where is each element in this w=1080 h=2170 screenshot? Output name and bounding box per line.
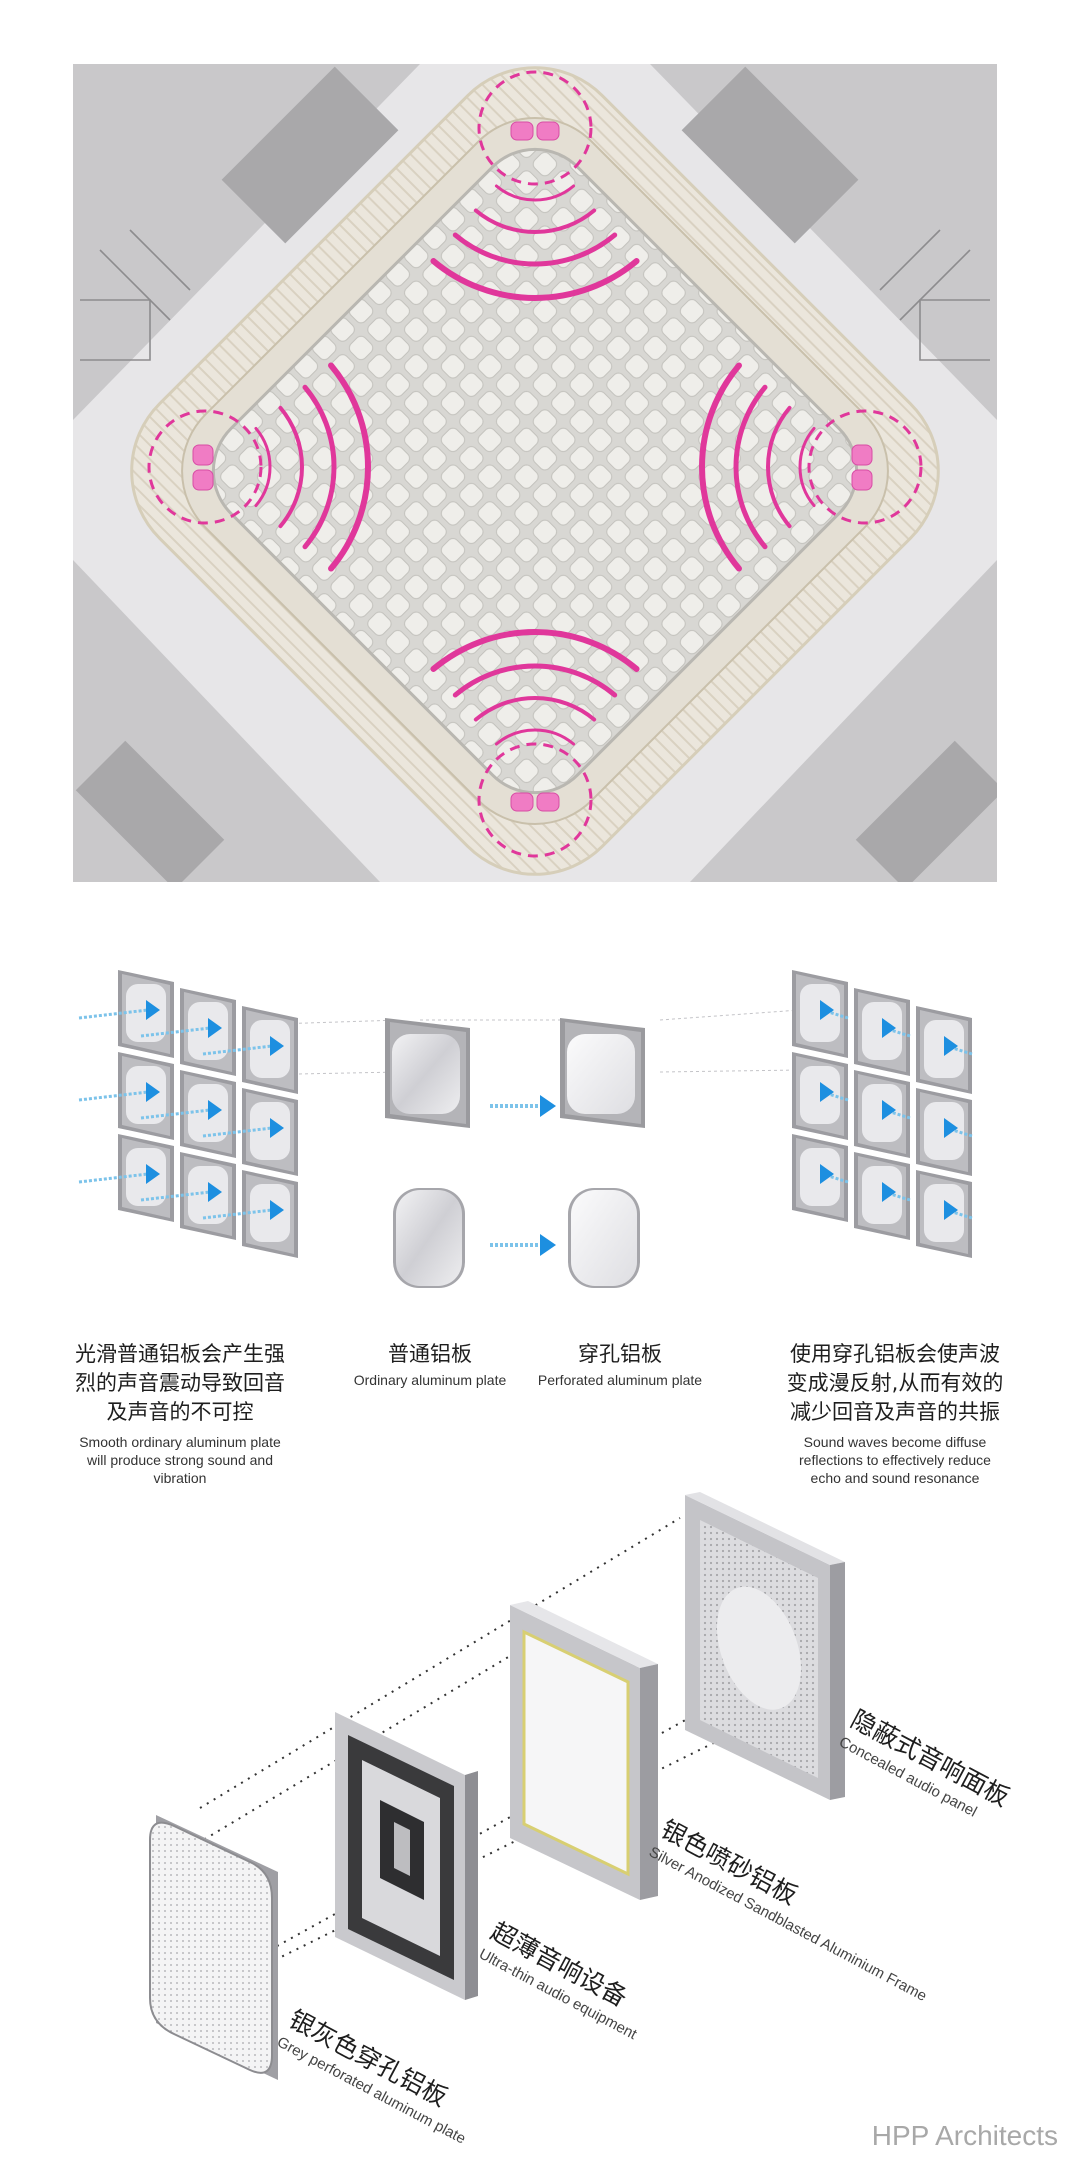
speaker-bottom bbox=[510, 792, 560, 812]
sound-arrow bbox=[78, 1164, 160, 1184]
building-block bbox=[221, 66, 399, 244]
sound-wave-arc bbox=[430, 258, 640, 301]
left-caption: 光滑普通铝板会产生强 烈的声音震动导致回音 及声音的不可控 Smooth ord… bbox=[40, 1340, 320, 1487]
aluminum-tile bbox=[916, 1088, 973, 1176]
right-caption-en-2: reflections to effectively reduce bbox=[799, 1452, 991, 1468]
aluminum-tile bbox=[202, 1170, 298, 1258]
sound-wave-arc bbox=[473, 696, 597, 722]
right-caption-cn-2: 变成漫反射,从而有效的 bbox=[786, 1371, 1004, 1395]
left-caption-en-2: will produce strong sound and bbox=[86, 1452, 273, 1468]
plan-drawing bbox=[73, 64, 997, 882]
right-caption: 使用穿孔铝板会使声波 变成漫反射,从而有效的 减少回音及声音的共振 Sound … bbox=[750, 1340, 1040, 1487]
sound-arrow bbox=[202, 1036, 284, 1056]
sound-wave-arc bbox=[302, 384, 337, 550]
speaker-right bbox=[851, 444, 873, 491]
transfer-arrow bbox=[490, 1234, 556, 1256]
sound-arrow bbox=[202, 1200, 284, 1220]
ceiling-grid bbox=[211, 147, 859, 795]
sound-arrow bbox=[882, 1182, 911, 1202]
sound-wave-arc bbox=[766, 405, 792, 529]
aluminum-tile bbox=[916, 1006, 973, 1094]
building-block bbox=[855, 740, 997, 882]
transfer-arrow bbox=[490, 1095, 556, 1117]
speaker-top bbox=[510, 121, 560, 141]
sound-wave-arc bbox=[254, 426, 272, 508]
sound-arrow bbox=[820, 1164, 849, 1184]
sound-arrow bbox=[882, 1100, 911, 1120]
sound-arrow bbox=[820, 1082, 849, 1102]
sound-arrow bbox=[140, 1100, 222, 1120]
perforated-caption: 穿孔铝板 Perforated aluminum plate bbox=[520, 1340, 720, 1391]
sound-arrow bbox=[78, 1082, 160, 1102]
perforated-front-plate bbox=[149, 1815, 278, 2080]
exploded-drawing bbox=[149, 1492, 845, 2080]
speaker-zone-bottom bbox=[477, 742, 593, 858]
aluminum-tile bbox=[78, 1134, 174, 1222]
sound-wave-arc bbox=[733, 384, 768, 550]
aluminum-tile bbox=[140, 988, 236, 1076]
sound-arrow bbox=[202, 1118, 284, 1138]
building-block bbox=[75, 740, 225, 882]
aluminum-tile bbox=[78, 970, 174, 1058]
sound-wave-arc bbox=[699, 362, 742, 572]
aluminum-tile bbox=[854, 1152, 911, 1240]
right-caption-en-3: echo and sound resonance bbox=[810, 1470, 980, 1486]
aluminum-tile bbox=[202, 1088, 298, 1176]
aluminium-frame bbox=[510, 1601, 658, 1900]
aluminum-tile bbox=[792, 1134, 849, 1222]
sound-wave-arc bbox=[430, 629, 640, 672]
aluminum-tile bbox=[854, 988, 911, 1076]
sound-wave-arc bbox=[798, 426, 816, 508]
sound-arrow bbox=[882, 1018, 911, 1038]
sound-wave-arc bbox=[452, 232, 618, 267]
building-block bbox=[681, 66, 859, 244]
sound-arrow bbox=[140, 1018, 222, 1038]
perforated-plate-square bbox=[560, 1018, 645, 1128]
perforated-caption-en: Perforated aluminum plate bbox=[537, 1372, 703, 1388]
sound-wave-arc bbox=[494, 184, 576, 202]
audio-equipment bbox=[335, 1712, 478, 2000]
left-caption-cn-2: 烈的声音震动导致回音 bbox=[75, 1371, 285, 1395]
speaker-zone-top bbox=[477, 70, 593, 186]
sound-wave-arc bbox=[452, 663, 618, 698]
ordinary-caption-en: Ordinary aluminum plate bbox=[353, 1372, 507, 1388]
ordinary-plate-round bbox=[393, 1188, 465, 1288]
speaker-zone-left bbox=[147, 409, 263, 525]
sound-wave-arc bbox=[328, 362, 371, 572]
sound-arrow bbox=[820, 1000, 849, 1020]
left-caption-en-1: Smooth ordinary aluminum plate bbox=[79, 1434, 281, 1450]
perforated-plate-round bbox=[568, 1188, 640, 1288]
watermark: HPP Architects bbox=[871, 2120, 1058, 2151]
right-caption-cn-3: 减少回音及声音的共振 bbox=[790, 1400, 1000, 1424]
aluminum-tile bbox=[78, 1052, 174, 1140]
perforated-caption-cn: 穿孔铝板 bbox=[578, 1342, 662, 1366]
right-caption-en-1: Sound waves become diffuse bbox=[803, 1434, 987, 1450]
ordinary-caption: 普通铝板 Ordinary aluminum plate bbox=[330, 1340, 530, 1391]
aluminum-tile bbox=[916, 1170, 973, 1258]
sound-wave-arc bbox=[278, 405, 304, 529]
sound-wave-arc bbox=[494, 728, 576, 746]
panel-comparison-drawing bbox=[78, 970, 973, 1288]
aluminum-tile bbox=[792, 970, 849, 1058]
speaker-zone-right bbox=[807, 409, 923, 525]
ordinary-plate-square bbox=[385, 1018, 470, 1128]
aluminum-tile bbox=[854, 1070, 911, 1158]
sound-arrow bbox=[140, 1182, 222, 1202]
ordinary-caption-cn: 普通铝板 bbox=[388, 1342, 472, 1366]
sound-wave-arc bbox=[473, 208, 597, 234]
concealed-audio-panel bbox=[685, 1492, 845, 1800]
left-caption-cn-3: 及声音的不可控 bbox=[106, 1400, 254, 1424]
left-caption-en-3: vibration bbox=[153, 1470, 207, 1486]
sound-arrow bbox=[944, 1200, 973, 1220]
right-caption-cn-1: 使用穿孔铝板会使声波 bbox=[790, 1342, 1000, 1366]
sound-arrow bbox=[78, 1000, 160, 1020]
sound-arrow bbox=[944, 1118, 973, 1138]
speaker-left bbox=[192, 444, 214, 491]
aluminum-tile bbox=[202, 1006, 298, 1094]
left-caption-cn-1: 光滑普通铝板会产生强 bbox=[75, 1342, 285, 1366]
aluminum-tile bbox=[792, 1052, 849, 1140]
sound-arrow bbox=[944, 1036, 973, 1056]
